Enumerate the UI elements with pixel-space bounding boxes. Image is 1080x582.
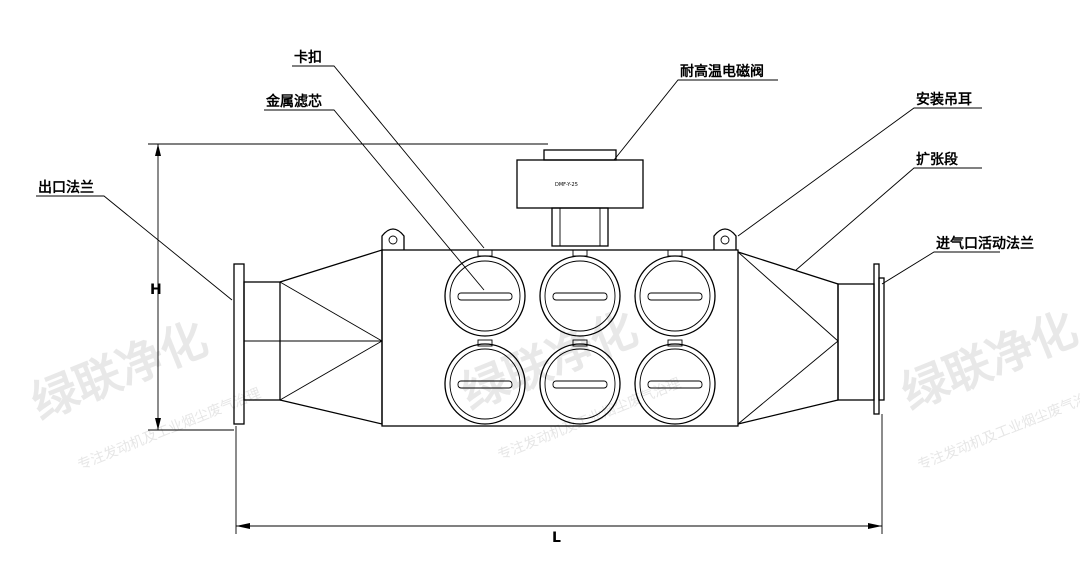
- solenoid-valve: DMF-Y-25: [516, 149, 644, 247]
- metal-filter-cartridges: [444, 249, 716, 425]
- watermark: 绿联净化 绿联净化 绿联净化 专注发动机及工业烟尘废气治理 专注发动机及工业烟尘…: [24, 301, 1080, 474]
- label-solenoid-valve: 耐高温电磁阀: [680, 63, 764, 80]
- filter-housing: [381, 249, 739, 427]
- dimension-length: L: [235, 414, 883, 546]
- dimension-length-label: L: [552, 530, 561, 546]
- expansion-section: [737, 251, 839, 425]
- filter-cartridge: [444, 339, 526, 425]
- outlet-cone: [279, 249, 383, 425]
- valve-plate-text: DMF-Y-25: [555, 182, 578, 188]
- filter-cartridge: [444, 249, 526, 337]
- inlet-flange: [837, 263, 885, 415]
- filter-cartridge: [539, 339, 621, 425]
- lifting-lug-right: [713, 228, 737, 250]
- label-metal-filter: 金属滤芯: [265, 93, 322, 110]
- filter-cartridge: [634, 339, 716, 425]
- label-lifting-lug: 安装吊耳: [916, 91, 972, 108]
- label-outlet-flange: 出口法兰: [38, 179, 94, 196]
- label-expansion-section: 扩张段: [916, 151, 958, 168]
- leader-lines: [36, 65, 1000, 301]
- dimension-height: H: [148, 143, 548, 431]
- dimension-height-label: H: [150, 282, 162, 298]
- lifting-lug-left: [381, 228, 405, 250]
- watermark-brand: 绿联净化: [894, 301, 1080, 420]
- filter-cartridge: [634, 249, 716, 337]
- label-clamp: 卡扣: [294, 49, 322, 66]
- label-inlet-flange: 进气口活动法兰: [936, 235, 1034, 252]
- watermark-brand: 绿联净化: [24, 311, 215, 430]
- filter-cartridge: [539, 249, 621, 337]
